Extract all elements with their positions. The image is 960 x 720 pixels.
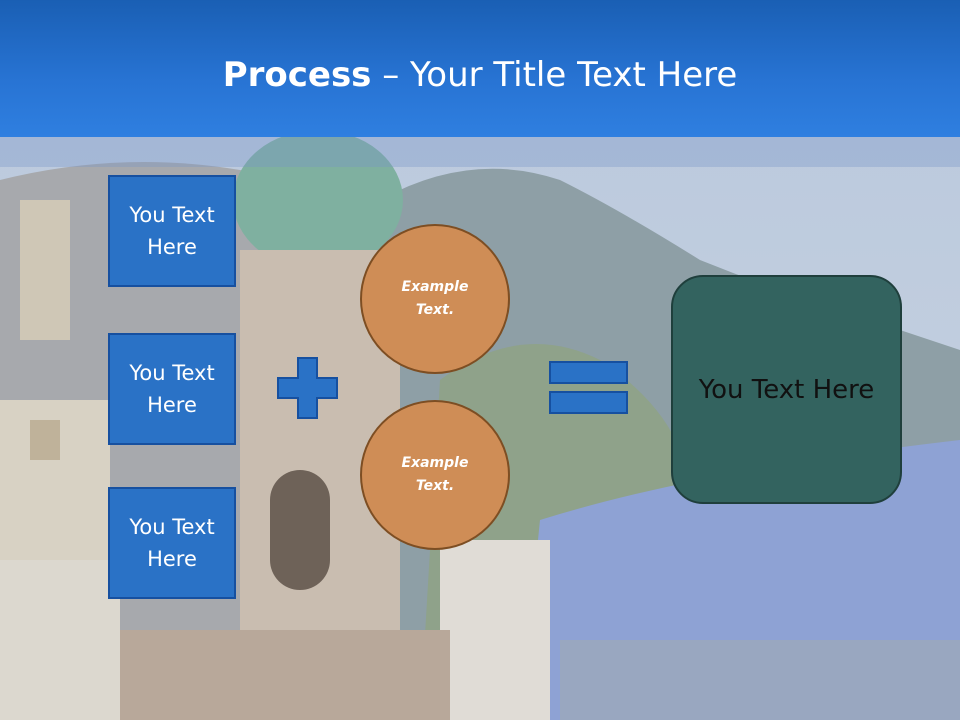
input-box-label: You Text Here [129, 361, 215, 417]
circle-label: Example Text. [401, 455, 469, 494]
input-box-1[interactable]: You Text Here [108, 175, 236, 287]
plus-icon [277, 357, 338, 419]
title-shadow-strip [0, 137, 960, 167]
title-bar [0, 0, 960, 137]
example-circle-1[interactable]: Example Text. [360, 224, 510, 374]
circle-label: Example Text. [401, 279, 469, 318]
title-bold: Process [222, 55, 372, 95]
slide-title: Process – Your Title Text Here [0, 54, 960, 96]
title-rest: – Your Title Text Here [371, 55, 738, 95]
example-circle-2[interactable]: Example Text. [360, 400, 510, 550]
input-box-label: You Text Here [129, 203, 215, 259]
result-label: You Text Here [698, 374, 875, 405]
result-box[interactable]: You Text Here [671, 275, 902, 504]
input-box-3[interactable]: You Text Here [108, 487, 236, 599]
equals-icon [549, 361, 628, 414]
input-box-2[interactable]: You Text Here [108, 333, 236, 445]
input-box-label: You Text Here [129, 515, 215, 571]
